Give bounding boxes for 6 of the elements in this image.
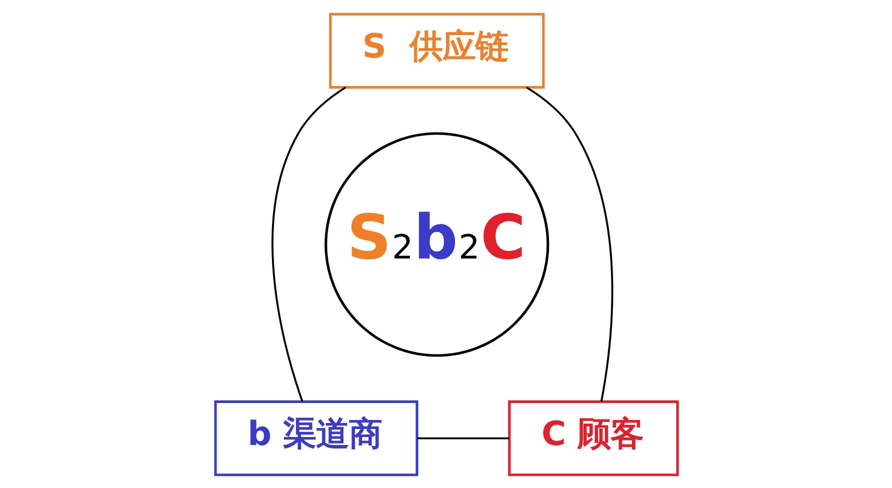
node-box: C 顾客 — [508, 400, 678, 476]
connector — [271, 86, 346, 402]
node-box: b 渠道商 — [214, 400, 418, 476]
node-box: S 供应链 — [328, 12, 544, 88]
connector — [416, 436, 509, 439]
connector — [525, 86, 613, 402]
